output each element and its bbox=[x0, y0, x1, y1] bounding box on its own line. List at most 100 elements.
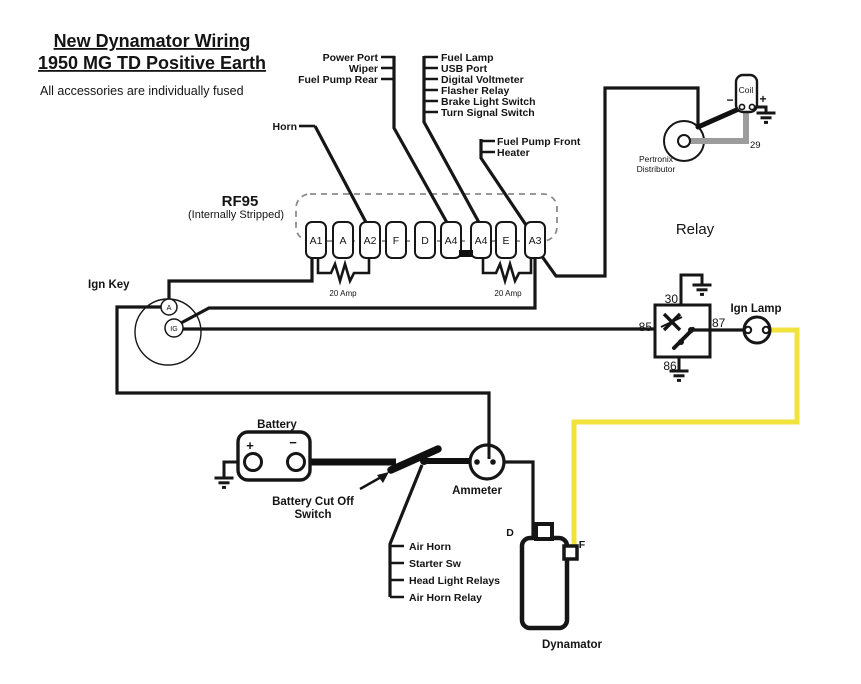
terminal-A4-first bbox=[440, 221, 462, 259]
coil-label: Coil bbox=[739, 85, 754, 95]
label-digital-voltmeter: Digital Voltmeter bbox=[441, 74, 524, 86]
key-terminal-IG bbox=[164, 318, 184, 338]
field-yellow-wire bbox=[571, 327, 800, 552]
coil-body bbox=[734, 73, 759, 114]
dynamator-label: Dynamator bbox=[542, 639, 603, 651]
wire-ammeter-to-dynamator bbox=[493, 460, 535, 540]
ignition-key-label: Ign Key bbox=[88, 279, 130, 291]
feed-bracket-a4-first bbox=[381, 55, 452, 229]
ammeter-body bbox=[468, 443, 506, 481]
relay-coil-symbol bbox=[660, 312, 683, 332]
label-air-horn-relay: Air Horn Relay bbox=[409, 592, 482, 604]
label-fuel-lamp: Fuel Lamp bbox=[441, 52, 494, 64]
wire-keyA-to-A1 bbox=[167, 255, 314, 300]
label-wiper: Wiper bbox=[349, 63, 378, 75]
battery-minus-terminal bbox=[286, 452, 306, 472]
diagram-title-line2: 1950 MG TD Positive Earth bbox=[38, 53, 266, 73]
fusebox-note: (Internally Stripped) bbox=[188, 209, 284, 221]
dynamator-terminal-d-label: D bbox=[506, 527, 514, 539]
coil-plus-terminal bbox=[748, 103, 756, 111]
wire-IG-to-A3 bbox=[180, 255, 537, 325]
label-head-light-relays: Head Light Relays bbox=[409, 575, 500, 587]
feed-bracket-a4-second bbox=[422, 55, 484, 229]
terminal-F-label: F bbox=[393, 235, 399, 247]
wire-A3-to-distributor bbox=[539, 86, 700, 278]
terminal-A2-label: A2 bbox=[364, 235, 377, 247]
terminal-A4-first-label: A4 bbox=[445, 235, 458, 247]
fuse-right-rating: 20 Amp bbox=[494, 289, 522, 298]
label-turn-signal-switch: Turn Signal Switch bbox=[441, 107, 535, 119]
key-terminal-A bbox=[160, 298, 178, 316]
fuse-20amp-right bbox=[481, 255, 533, 286]
terminal-A3 bbox=[524, 221, 546, 259]
ammeter-terminal-left bbox=[474, 459, 480, 465]
terminal-A bbox=[332, 221, 354, 259]
dynamator-body bbox=[519, 535, 570, 631]
label-usb-port: USB Port bbox=[441, 63, 488, 75]
cutoff-label-line2: Switch bbox=[294, 509, 331, 521]
key-terminal-A-text: A bbox=[166, 303, 171, 312]
key-terminal-IG-text: IG bbox=[170, 326, 177, 333]
terminal-A4-second-label: A4 bbox=[475, 235, 488, 247]
coil-plus-label: + bbox=[759, 92, 766, 106]
dynamator-terminal-d bbox=[534, 522, 554, 541]
battery-label: Battery bbox=[257, 419, 297, 431]
horn-feed-wire bbox=[299, 124, 371, 229]
distributor-label-line1: Pertronix bbox=[639, 154, 674, 164]
wire-ammeter-to-key bbox=[115, 305, 491, 449]
battery-plus-terminal bbox=[243, 452, 263, 472]
pertronix-gray-wire bbox=[686, 110, 749, 144]
label-horn: Horn bbox=[273, 121, 298, 133]
dynamator-terminal-f bbox=[562, 544, 579, 561]
fusebox-terminals bbox=[305, 221, 546, 259]
distributor-shaft bbox=[677, 134, 691, 148]
terminal-E bbox=[495, 221, 517, 259]
terminal-A1 bbox=[305, 221, 327, 259]
relay-label: Relay bbox=[676, 221, 715, 238]
coil-ground bbox=[755, 105, 777, 124]
fuse-left-rating: 20 Amp bbox=[329, 289, 357, 298]
label-air-horn: Air Horn bbox=[409, 541, 451, 553]
relay-pin86-label: 86 bbox=[663, 359, 677, 373]
diagram-title-line1: New Dynamator Wiring bbox=[54, 31, 251, 51]
terminal-D bbox=[414, 221, 436, 259]
fusebox-name: RF95 bbox=[222, 193, 259, 210]
label-heater: Heater bbox=[497, 147, 530, 159]
cutoff-switch-pivot bbox=[420, 457, 428, 465]
label-flasher-relay: Flasher Relay bbox=[441, 85, 509, 97]
distributor-label-line2: Distributor bbox=[637, 164, 676, 174]
terminal-A-label: A bbox=[339, 235, 346, 247]
ign-lamp-label: Ign Lamp bbox=[730, 303, 781, 315]
battery-plus-label: + bbox=[246, 438, 254, 453]
fuse-20amp-left bbox=[316, 255, 371, 286]
cutoff-label-line1: Battery Cut Off bbox=[272, 496, 354, 508]
ammeter-terminal-right bbox=[490, 459, 496, 465]
diagram-subtitle: All accessories are individually fused bbox=[40, 84, 244, 98]
label-starter-sw: Starter Sw bbox=[409, 558, 462, 570]
relay-pin30-label: 30 bbox=[665, 292, 679, 306]
terminal-A3-label: A3 bbox=[529, 235, 542, 247]
ign-lamp-terminal-right bbox=[761, 325, 771, 335]
terminal-F bbox=[385, 221, 407, 259]
ign-lamp-terminal-left bbox=[743, 325, 753, 335]
label-fuel-pump-rear: Fuel Pump Rear bbox=[298, 74, 378, 86]
pertronix-wire-number: 29 bbox=[750, 140, 761, 151]
relay-pin85-label: 85 bbox=[639, 320, 653, 334]
dynamator-terminal-f-label: F bbox=[579, 539, 586, 551]
label-fuel-pump-front: Fuel Pump Front bbox=[497, 136, 581, 148]
terminal-A2 bbox=[359, 221, 381, 259]
label-power-port: Power Port bbox=[323, 52, 379, 64]
terminal-A1-label: A1 bbox=[310, 235, 323, 247]
coil-minus-label: − bbox=[726, 93, 733, 107]
wire-distributor-to-coil bbox=[695, 105, 744, 130]
terminal-A4-second bbox=[470, 221, 492, 259]
cutoff-switch-blade bbox=[387, 445, 442, 474]
ammeter-label: Ammeter bbox=[452, 485, 502, 497]
label-brake-light-switch: Brake Light Switch bbox=[441, 96, 536, 108]
relay-pin30-ground bbox=[679, 273, 713, 306]
terminal-D-label: D bbox=[421, 235, 429, 247]
starter-group-ticks bbox=[390, 544, 404, 599]
coil-minus-terminal bbox=[738, 103, 746, 111]
a4-link-bar bbox=[459, 250, 473, 257]
